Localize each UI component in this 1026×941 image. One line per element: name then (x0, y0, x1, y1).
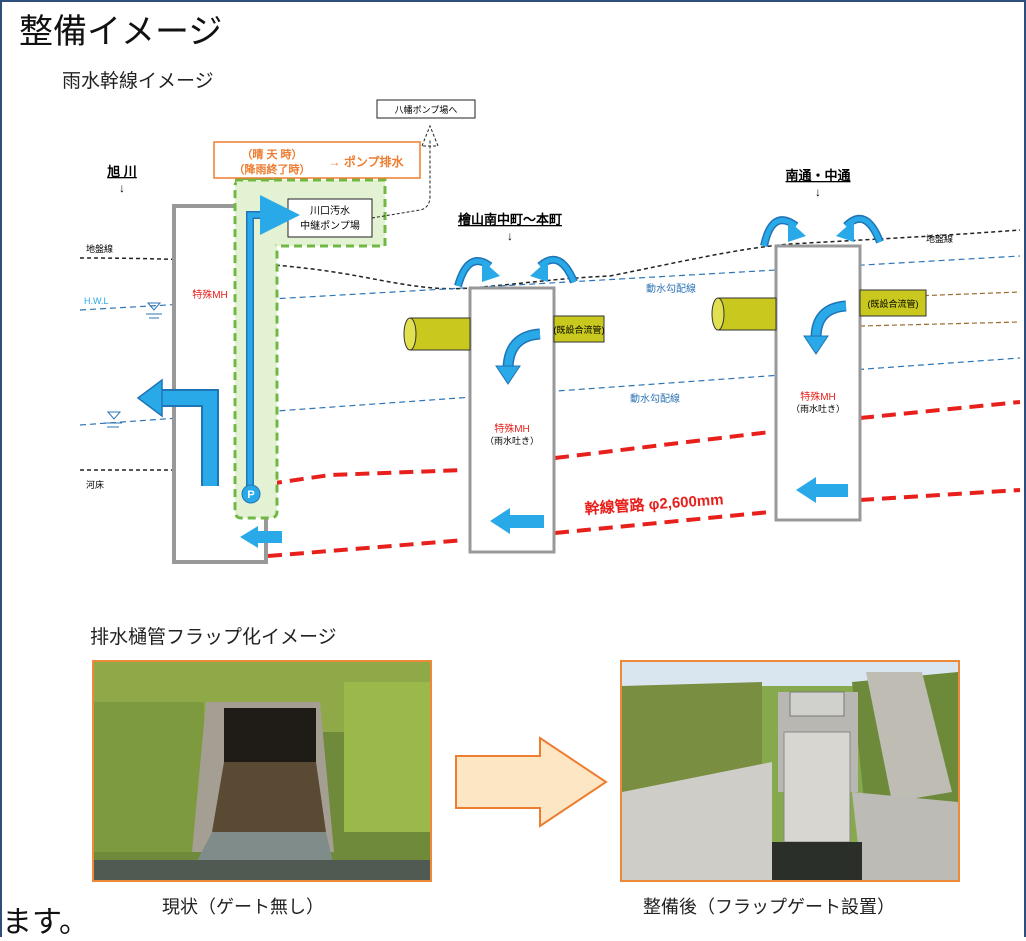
grad-label-1: 動水勾配線 (646, 282, 696, 295)
pump-station-label-1: 川口汚水 (310, 204, 350, 217)
water-mark-low (104, 411, 122, 428)
existing-pipe-label-1: (既設合流管) (554, 324, 605, 335)
svg-text:↓: ↓ (119, 181, 125, 195)
area-label-2: 南通・中通 (785, 168, 850, 183)
svg-text:↓: ↓ (815, 185, 821, 199)
pump-mark: P (247, 489, 254, 501)
trunk-subtitle: 雨水幹線イメージ (62, 70, 214, 92)
hwl-label: H.W.L (84, 296, 109, 306)
ground-line-label: 地盤線 (86, 243, 113, 254)
pump-station-box (287, 198, 373, 238)
page-title: 整備イメージ (19, 12, 223, 52)
pump-icon (241, 484, 261, 504)
mode-label-1: （晴 天 時） (241, 147, 302, 161)
before-caption: 現状（ゲート無し） (162, 897, 324, 918)
mode-label-2: （降雨終了時） (234, 162, 311, 176)
special-mh-3-sub: （雨水吐き） (791, 403, 845, 414)
riverbed-label: 河床 (86, 479, 104, 490)
area-label-1: 檜山南中町～本町 (458, 212, 562, 227)
yahata-label: 八幡ポンプ場へ (395, 104, 458, 115)
existing-pipe-label-2: (既設合流管) (868, 298, 919, 309)
inflow-arrow-1 (240, 526, 282, 548)
river-name: 旭 川 (106, 164, 137, 179)
hwl-line (79, 255, 1021, 311)
transition-arrow (455, 736, 608, 828)
inflow-arrow-2 (490, 508, 544, 534)
flap-subtitle: 排水樋管フラップ化イメージ (90, 626, 337, 648)
existing-pipe-2 (711, 289, 927, 331)
after-caption: 整備後（フラップゲート設置） (643, 897, 895, 918)
special-mh-2: 特殊MH (494, 422, 530, 435)
trunk-pipe-label: 幹線管路 φ2,600mm (584, 490, 724, 518)
special-mh-1: 特殊MH (192, 288, 228, 301)
special-mh-2-sub: （雨水吐き） (485, 435, 539, 446)
inflow-arrow-3 (796, 477, 848, 503)
trunk-diagram: 川口汚水 中継ポンプ場 P 八幡ポンプ場へ （晴 天 時） （降雨終了時） → … (79, 99, 1021, 564)
mode-label-3: → ポンプ排水 (329, 154, 405, 169)
to-yahata-arrow (371, 124, 439, 219)
svg-text:↓: ↓ (507, 229, 513, 243)
special-mh-3: 特殊MH (800, 390, 836, 403)
trunk-pipe-bottom (267, 488, 1021, 558)
existing-pipe-1 (403, 315, 605, 351)
pump-station-label-2: 中継ポンプ場 (300, 219, 360, 232)
ground-line-label-2: 地盤線 (926, 233, 953, 244)
right-mh (774, 244, 862, 522)
trunk-pipe-top (267, 400, 1021, 486)
middle-mh (468, 286, 556, 554)
yahata-box (376, 99, 476, 119)
mode-box (213, 141, 421, 179)
trailing-text: ます。 (2, 905, 89, 940)
before-photo (92, 660, 432, 882)
grad-label-2: 動水勾配線 (630, 392, 680, 405)
after-photo (620, 660, 960, 882)
water-mark-hwl (146, 302, 162, 319)
